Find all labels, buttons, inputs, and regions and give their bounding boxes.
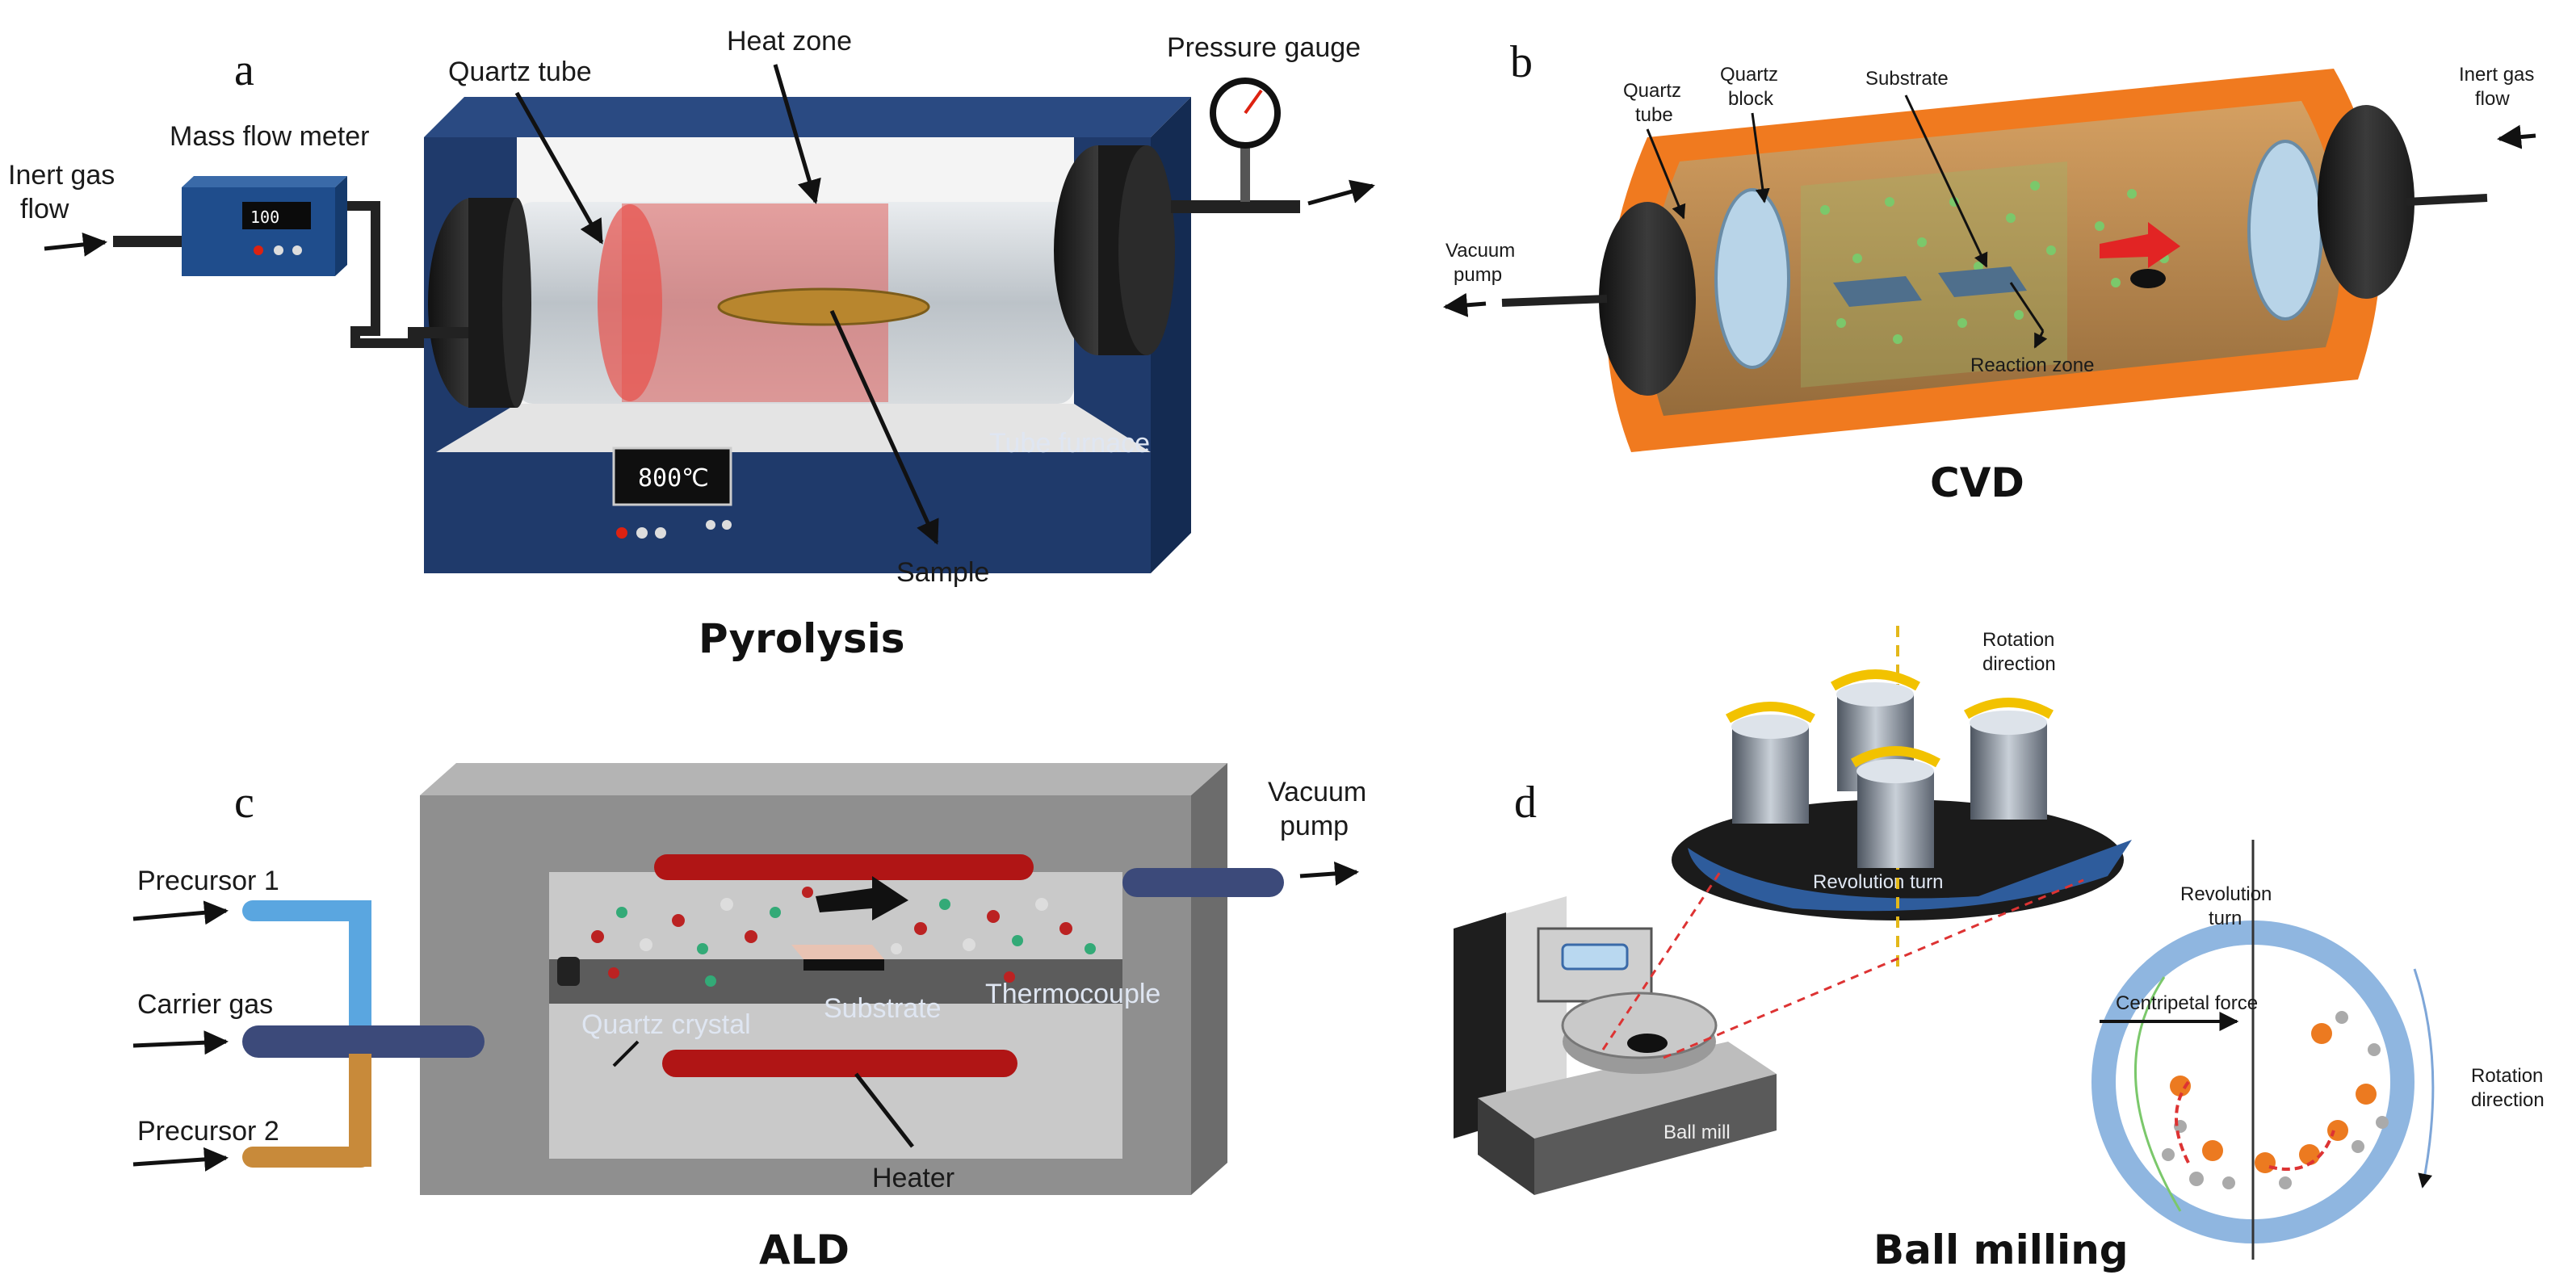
label-heater: Heater (872, 1163, 954, 1193)
outlet-arrow (1307, 179, 1375, 206)
label-rotation-direction-2: direction (2471, 1089, 2545, 1111)
label-pressure-gauge: Pressure gauge (1167, 32, 1361, 63)
ball-mill-base-top (1478, 1042, 1777, 1139)
panel-a-pyrolysis: a Inert gas flow Mass flow meter 100 (8, 26, 1375, 662)
zoom-line-1 (1601, 871, 1722, 1050)
furnace-temperature: 800℃ (638, 464, 709, 493)
precursor-1-pipe (242, 900, 371, 921)
gauge-needle (1244, 89, 1263, 115)
label-revolution-turn-2: turn (2209, 908, 2242, 929)
panel-letter-a: a (234, 45, 254, 95)
ald-chamber-side (1191, 763, 1227, 1195)
label-rotation-direction-top-1: Rotation (1982, 629, 2054, 651)
label-rotation-direction-top-2: direction (1982, 653, 2056, 675)
label-rotation-direction-1: Rotation (2471, 1065, 2543, 1087)
cvd-substrate-2 (1938, 266, 2027, 297)
panel-title-pyrolysis: Pyrolysis (699, 615, 905, 662)
furnace-top (424, 97, 1191, 137)
cvd-left-cap (1599, 202, 1696, 396)
panel-letter-c: c (234, 778, 254, 828)
furnace-display (612, 447, 732, 506)
gas-particles (1820, 181, 2169, 344)
mass-flow-meter-body (182, 187, 335, 276)
label-revolution-turn-1: Revolution (2180, 883, 2272, 905)
label-inert-gas-b-2: flow (2475, 88, 2510, 110)
label-substrate-b: Substrate (1865, 68, 1949, 90)
carrier-gas-pipe (242, 1025, 485, 1058)
panel-title-cvd: CVD (1930, 459, 2024, 506)
quartz-crystal-holder (557, 957, 580, 986)
gas-outlet-pipe (1171, 200, 1300, 213)
label-quartz-tube: Quartz tube (448, 57, 592, 87)
label-reaction-zone: Reaction zone (1970, 354, 2094, 376)
cvd-quartz-tube (1647, 101, 2342, 416)
panel-b-cvd: b Quartz tube (1443, 37, 2536, 506)
ald-substrate (791, 945, 884, 959)
gas-line-to-furnace (347, 201, 452, 348)
precursor-2-pipe (242, 1147, 371, 1168)
inert-gas-arrow (44, 232, 107, 257)
ald-particles (591, 887, 1096, 987)
ball-mill-base-front (1534, 1074, 1777, 1195)
ald-vacuum-arrow (1299, 861, 1359, 886)
label-carrier-gas: Carrier gas (137, 989, 273, 1020)
ald-outlet-pipe (1122, 868, 1284, 897)
label-quartz-block-2: block (1728, 88, 1774, 110)
label-sample: Sample (896, 557, 989, 588)
mfm-led (254, 245, 263, 255)
label-substrate-c: Substrate (824, 993, 942, 1024)
ald-flow-arrow (816, 876, 908, 920)
revolution-arrow-band (1688, 840, 2132, 912)
heater-bottom (662, 1050, 1017, 1077)
vacuum-arrow (1443, 292, 1487, 317)
quartz-block-left (1714, 188, 1790, 369)
label-ball-mill: Ball mill (1663, 1122, 1731, 1143)
cvd-right-cap (2318, 105, 2414, 299)
label-inert-gas-line1: Inert gas (8, 160, 115, 191)
panel-title-ald: ALD (759, 1227, 850, 1273)
label-heat-zone: Heat zone (727, 26, 852, 57)
quartz-block-right (2247, 140, 2323, 321)
label-vacuum-pump-c-1: Vacuum (1268, 777, 1366, 807)
label-centripetal-force: Centripetal force (2116, 992, 2258, 1014)
panel-c-ald: c (132, 763, 1366, 1273)
label-quartz-tube-b-1: Quartz (1623, 80, 1681, 102)
label-vacuum-pump-b-1: Vacuum (1445, 240, 1515, 262)
label-mass-flow-meter: Mass flow meter (170, 121, 370, 152)
cvd-substrate-1 (1833, 276, 1922, 307)
cvd-flow-arrow (2100, 222, 2180, 268)
label-precursor-2: Precursor 2 (137, 1116, 279, 1147)
label-quartz-crystal: Quartz crystal (581, 1009, 751, 1040)
inert-gas-arrow-b (2497, 124, 2536, 149)
panel-letter-d: d (1514, 778, 1537, 828)
rotation-direction-arc (2413, 968, 2435, 1189)
mfm-display (242, 202, 311, 229)
sample-boat (717, 287, 930, 326)
label-precursor-1: Precursor 1 (137, 866, 279, 896)
mfm-display-value: 100 (250, 208, 279, 227)
panel-letter-b: b (1510, 37, 1533, 87)
zoom-line-2 (1663, 879, 2084, 1059)
mfm-top (182, 176, 347, 187)
label-quartz-tube-b-2: tube (1635, 104, 1673, 126)
label-inert-gas-line2: flow (20, 194, 69, 224)
heater-top (654, 854, 1034, 880)
label-vacuum-pump-b-2: pump (1454, 264, 1502, 286)
label-thermocouple: Thermocouple (985, 979, 1160, 1009)
revolution-turn-arc (2134, 976, 2182, 1212)
panel-d-ball-milling: d Revolution turn Rotation direction (1454, 626, 2545, 1273)
panel-title-ball-milling: Ball milling (1873, 1227, 2129, 1273)
ald-chamber-top (420, 763, 1227, 795)
label-revolution-turn-disc: Revolution turn (1813, 871, 1943, 893)
label-tube-furnace: Tube furnace (989, 428, 1150, 459)
grinding-jars (1726, 669, 2054, 868)
label-inert-gas-b-1: Inert gas (2459, 64, 2534, 86)
reaction-zone (1801, 161, 2067, 388)
label-vacuum-pump-c-2: pump (1280, 811, 1349, 841)
label-quartz-block-1: Quartz (1720, 64, 1778, 86)
